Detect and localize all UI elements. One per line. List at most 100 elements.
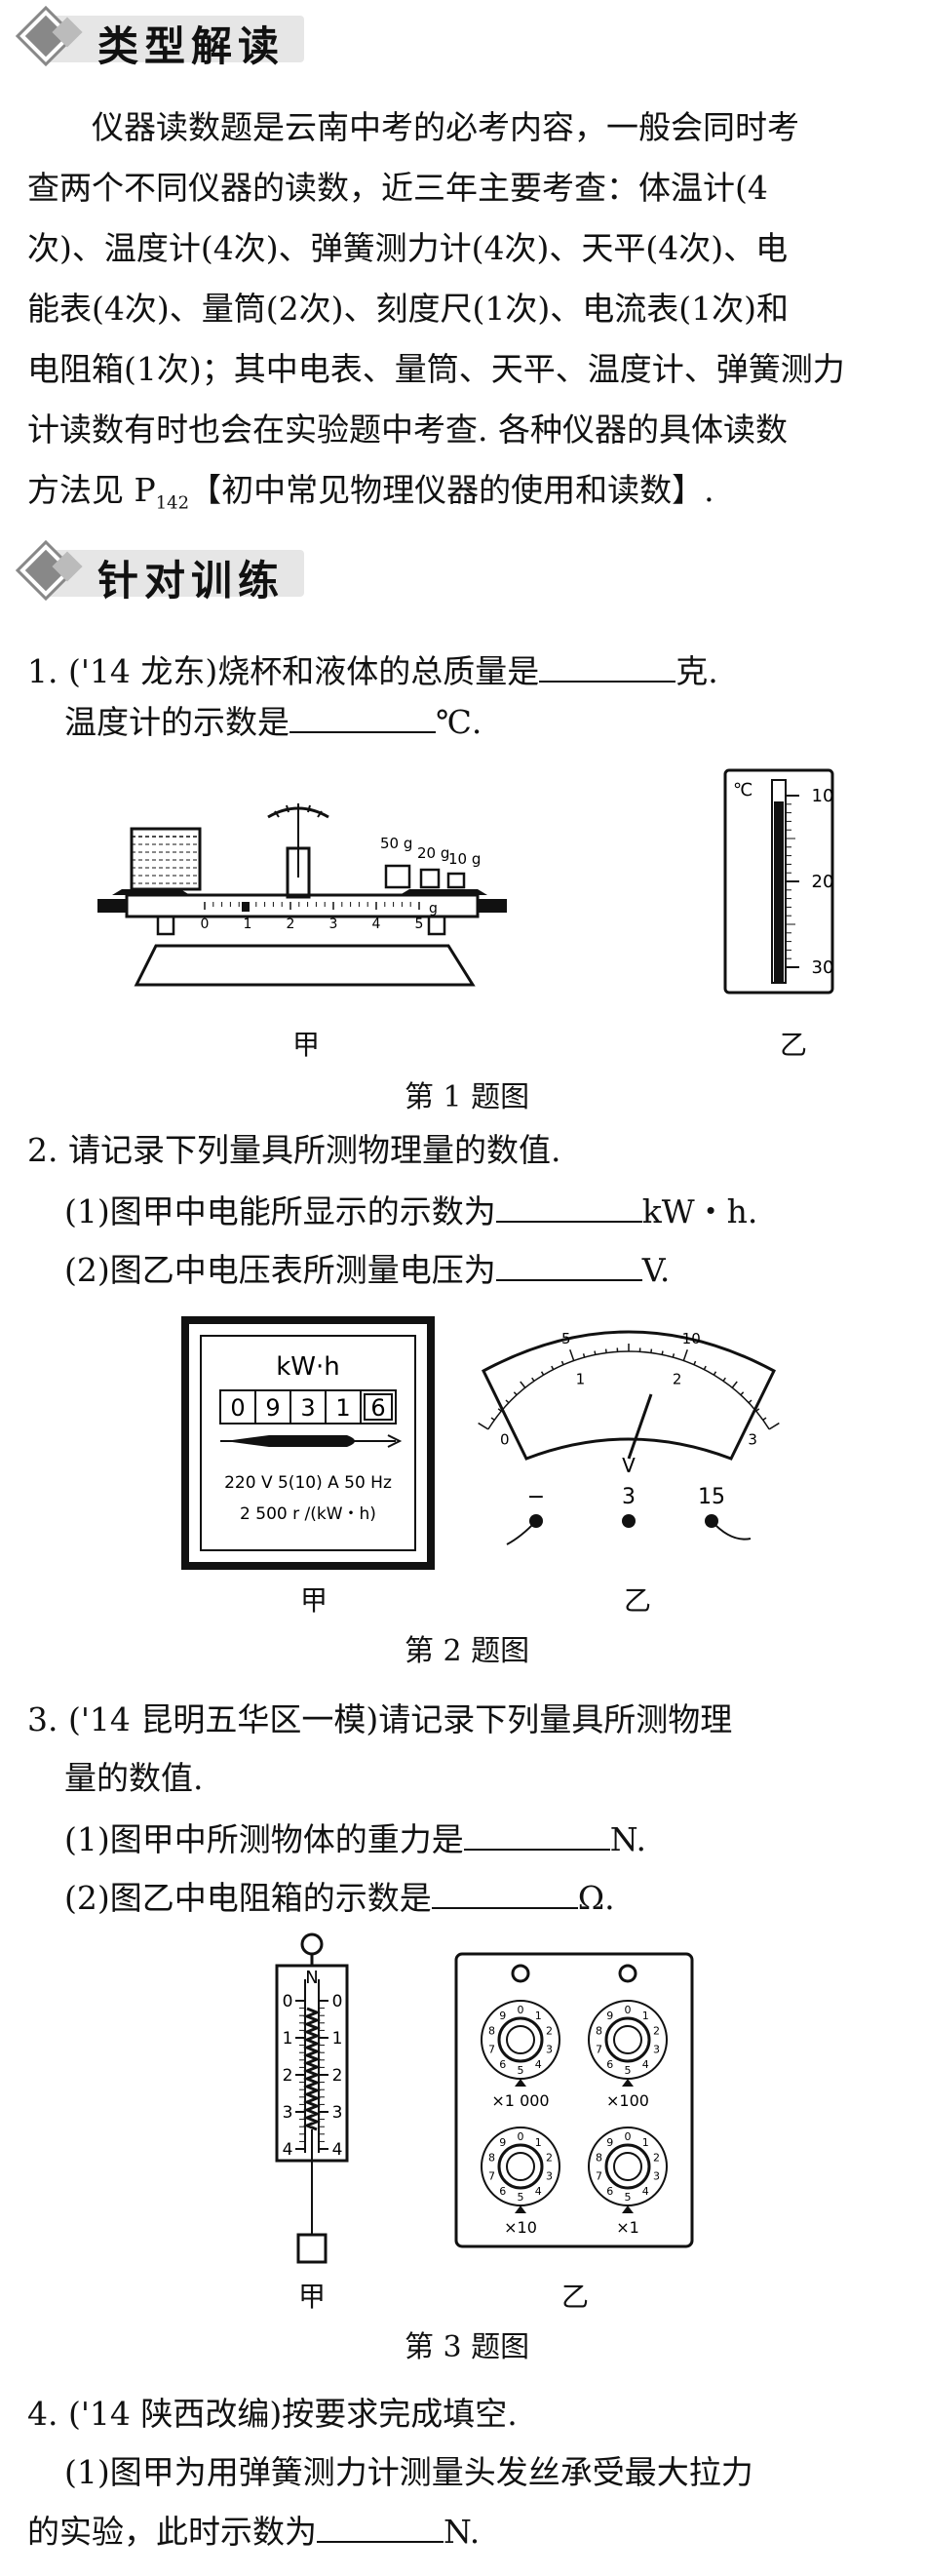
dial-digit: 5 bbox=[625, 2191, 632, 2204]
spring-coil bbox=[302, 2007, 322, 2131]
q3-unit: N. bbox=[609, 1820, 647, 1858]
dial-digit: 2 bbox=[546, 2151, 553, 2164]
figure-label: 甲 bbox=[300, 1584, 328, 1617]
dial-digit: 3 bbox=[653, 2170, 660, 2183]
thermo-tick-label: 10 bbox=[812, 786, 834, 806]
figure-caption: 第 2 题图 bbox=[405, 1634, 530, 1668]
hanging-weight bbox=[296, 2233, 328, 2264]
meter-spec: 2 500 r /(kW・h) bbox=[240, 1504, 376, 1524]
dial-label: ×100 bbox=[606, 2091, 649, 2110]
q2-text: (2)图乙中电压表所测量电压为 bbox=[64, 1251, 496, 1289]
intro-line: 次)、温度计(4次)、弹簧测力计(4次)、天平(4次)、电 bbox=[27, 229, 789, 267]
rider bbox=[242, 902, 250, 912]
q3-answer-blank-weight[interactable] bbox=[463, 1819, 610, 1851]
q4-line1: 4. ('14 陕西改编)按要求完成填空. bbox=[27, 2395, 518, 2433]
weight-label: 20 g bbox=[417, 844, 449, 862]
dial-label: ×1 000 bbox=[491, 2091, 549, 2110]
spring-tick-label: 2 bbox=[283, 2066, 293, 2086]
q3-answer-blank-resistance[interactable] bbox=[431, 1878, 578, 1909]
beam-tick-label: 4 bbox=[372, 917, 381, 932]
dial-digit: 6 bbox=[499, 2185, 506, 2198]
spring-tick-label: 2 bbox=[332, 2066, 343, 2086]
q4-unit: N. bbox=[444, 2513, 481, 2551]
volt-inner-label: 1 bbox=[576, 1370, 586, 1387]
q2-answer-blank-energy[interactable] bbox=[495, 1191, 642, 1223]
dial-digit: 0 bbox=[518, 2130, 524, 2143]
q3-line1: 3. ('14 昆明五华区一模)请记录下列量具所测物理 bbox=[27, 1700, 733, 1738]
volt-tick bbox=[731, 1381, 738, 1388]
spring-tick-label: 4 bbox=[332, 2140, 343, 2160]
dial-knob-inner bbox=[613, 2025, 642, 2054]
dial-digit: 7 bbox=[488, 2170, 495, 2183]
q1-unit: ℃. bbox=[436, 703, 482, 741]
dial-knob[interactable] bbox=[604, 2016, 651, 2063]
dial-digit: 8 bbox=[596, 2024, 602, 2037]
beam-tick-label: 1 bbox=[244, 917, 252, 932]
intro-ref-prefix: 方法见 P bbox=[27, 471, 156, 509]
meter-digit: 9 bbox=[265, 1394, 280, 1422]
q3-sub2: (2)图乙中电阻箱的示数是 Ω. bbox=[64, 1878, 615, 1918]
q2-unit: kW・h. bbox=[641, 1192, 758, 1230]
section-header-type: 类型解读 bbox=[19, 10, 320, 70]
dial-digit: 1 bbox=[642, 2136, 649, 2149]
q2-answer-blank-voltage[interactable] bbox=[495, 1250, 642, 1281]
voltmeter-figure: 0510150123 V − 3 15 bbox=[478, 1330, 780, 1545]
figure-label: 甲 bbox=[292, 1029, 321, 1061]
weight-label: 10 g bbox=[448, 850, 481, 868]
intro-line: 能表(4次)、量筒(2次)、刻度尺(1次)、电流表(1次)和 bbox=[27, 290, 789, 328]
dial-digit: 2 bbox=[653, 2151, 660, 2164]
intro-paragraph: 仪器读数题是云南中考的必考内容，一般会同时考 查两个不同仪器的读数，近三年主要考… bbox=[27, 98, 899, 521]
spring-unit: N bbox=[305, 1968, 318, 1988]
dial-knob[interactable] bbox=[497, 2143, 544, 2190]
voltmeter-unit: V bbox=[622, 1454, 636, 1477]
dial-digit: 2 bbox=[653, 2024, 660, 2037]
dial-digit: 7 bbox=[596, 2044, 602, 2056]
dial-knob-inner bbox=[613, 2152, 642, 2181]
spring-tick-label: 1 bbox=[332, 2029, 343, 2049]
dial-digit: 8 bbox=[596, 2151, 602, 2164]
q3-text: (2)图乙中电阻箱的示数是 bbox=[64, 1879, 432, 1917]
figure-caption: 第 1 题图 bbox=[405, 1080, 530, 1114]
dial-knob[interactable] bbox=[497, 2016, 544, 2063]
q2-unit: V. bbox=[641, 1251, 671, 1289]
dial-digit: 1 bbox=[535, 2010, 542, 2022]
dial-digit: 0 bbox=[518, 2004, 524, 2016]
intro-ref-suffix: 【初中常见物理仪器的使用和读数】. bbox=[189, 471, 714, 509]
q4-answer-blank-force[interactable] bbox=[317, 2512, 444, 2543]
figure-label: 甲 bbox=[298, 2281, 327, 2313]
dial-pointer bbox=[515, 2079, 526, 2087]
q1-answer-blank-temp[interactable] bbox=[289, 702, 436, 733]
dial-digit: 3 bbox=[546, 2170, 553, 2183]
dial-digit: 4 bbox=[642, 2185, 649, 2198]
volt-outer-label: 5 bbox=[561, 1330, 571, 1347]
dial-knob[interactable] bbox=[604, 2143, 651, 2190]
meter-digit: 3 bbox=[300, 1394, 315, 1422]
dial-digit: 5 bbox=[518, 2191, 524, 2204]
voltmeter-scale: 0510150123 bbox=[478, 1330, 780, 1449]
section-header-practice: 针对训练 bbox=[19, 544, 320, 605]
spring-tick-label: 1 bbox=[283, 2029, 293, 2049]
beam-tick-label: 5 bbox=[415, 917, 424, 932]
intro-line: 查两个不同仪器的读数，近三年主要考查：体温计(4 bbox=[27, 169, 768, 207]
dial-digit: 1 bbox=[535, 2136, 542, 2149]
dial-digit: 4 bbox=[535, 2058, 542, 2071]
q1-line2: 温度计的示数是℃. bbox=[64, 702, 482, 742]
intro-line-last: 方法见 P142【初中常见物理仪器的使用和读数】. bbox=[27, 460, 899, 521]
dial-pointer bbox=[622, 2205, 634, 2213]
intro-ref-page: 142 bbox=[155, 492, 190, 514]
q1-answer-blank-mass[interactable] bbox=[539, 651, 676, 683]
q3-unit: Ω. bbox=[577, 1879, 615, 1917]
beam-tick-label: 2 bbox=[287, 917, 295, 932]
volt-inner-label: 2 bbox=[673, 1370, 682, 1387]
dial-pointer bbox=[515, 2205, 526, 2213]
dial-digit: 9 bbox=[606, 2010, 613, 2022]
dial-digit: 6 bbox=[606, 2058, 613, 2071]
thermometer-unit: ℃ bbox=[733, 780, 752, 800]
dial-digit: 4 bbox=[642, 2058, 649, 2071]
q2-sub1: (1)图甲中电能所显示的示数为 kW・h. bbox=[64, 1191, 757, 1231]
q2-text: (1)图甲中电能所显示的示数为 bbox=[64, 1192, 496, 1230]
mercury-column bbox=[774, 801, 784, 983]
